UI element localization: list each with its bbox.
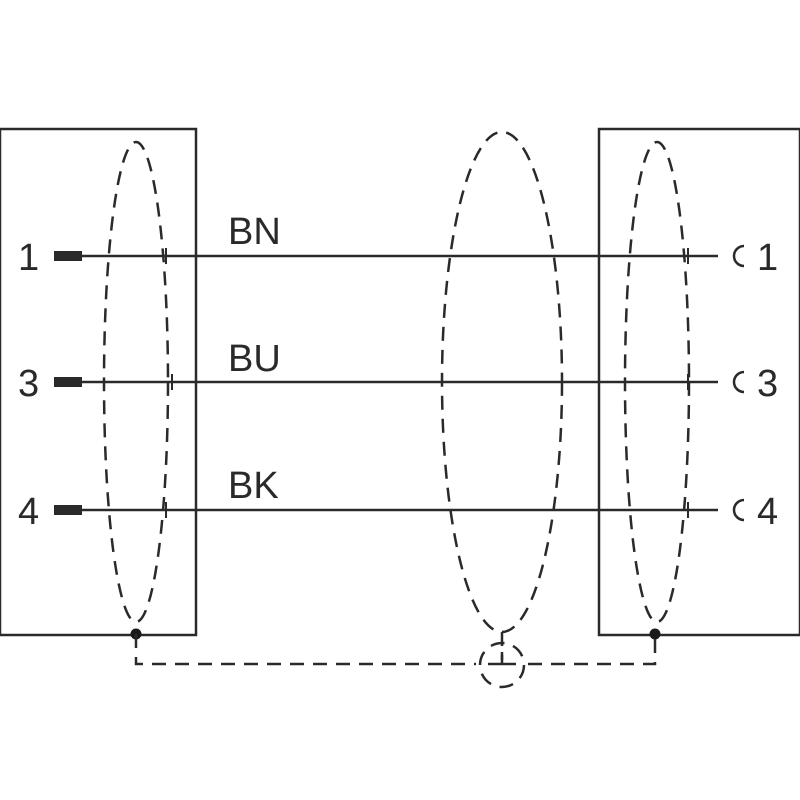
right-pin-label: 3 — [757, 363, 778, 405]
male-pin-4 — [54, 505, 82, 515]
ground-icon — [478, 641, 526, 689]
left-pin-label: 1 — [18, 237, 39, 279]
male-pin-3 — [54, 377, 82, 387]
right-pin-label: 1 — [757, 237, 778, 279]
right-shield-junction — [649, 628, 661, 640]
shield-drain-path — [134, 634, 476, 666]
female-socket-1 — [732, 244, 745, 268]
wire-color-label: BU — [228, 338, 281, 380]
male-pin-1 — [54, 251, 82, 261]
right-pin-label: 4 — [757, 491, 778, 533]
female-socket-4 — [732, 498, 745, 522]
female-socket-3 — [732, 370, 745, 394]
left-pin-label: 4 — [18, 491, 39, 533]
wire-color-label: BN — [228, 211, 281, 253]
wire-color-label: BK — [228, 465, 279, 507]
shield-crossing-marks — [165, 248, 689, 518]
left-pin-label: 3 — [18, 363, 39, 405]
shield-drain-path — [528, 634, 657, 666]
